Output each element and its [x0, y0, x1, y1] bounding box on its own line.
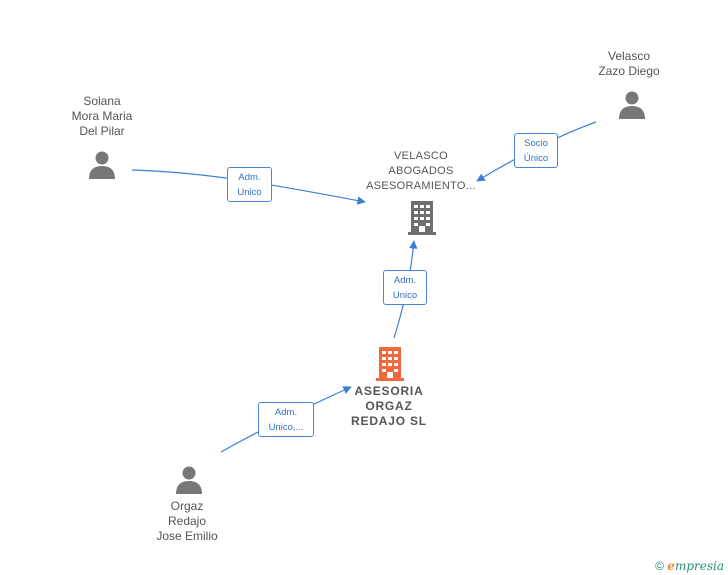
- node-label-solana[interactable]: Solana Mora Maria Del Pilar: [71, 94, 133, 138]
- person-icon-velasco-diego[interactable]: [617, 89, 647, 119]
- copyright-icon: ©: [655, 559, 664, 573]
- node-label-orgaz[interactable]: Orgaz Redajo Jose Emilio: [156, 499, 218, 543]
- empresia-watermark: © empresia: [655, 559, 724, 573]
- node-label-velasco-abogados[interactable]: VELASCO ABOGADOS ASESORAMIENTO...: [366, 150, 476, 192]
- edge-label-orgaz: Adm. Unico,...: [258, 402, 314, 437]
- person-icon-orgaz[interactable]: [174, 464, 204, 494]
- empresia-logo: empresia: [667, 559, 724, 573]
- node-label-velasco-diego[interactable]: Velasco Zazo Diego: [598, 49, 660, 78]
- building-icon-asesoria-orgaz[interactable]: [374, 346, 406, 382]
- building-icon-velasco-abogados[interactable]: [406, 200, 438, 236]
- person-icon-solana[interactable]: [87, 149, 117, 179]
- edge-label-velasco-diego: Socio Único: [514, 133, 558, 168]
- edge-label-solana: Adm. Unico: [227, 167, 272, 202]
- edge-label-asesoria: Adm. Unico: [383, 270, 427, 305]
- node-label-asesoria-orgaz[interactable]: ASESORIA ORGAZ REDAJO SL: [351, 384, 427, 428]
